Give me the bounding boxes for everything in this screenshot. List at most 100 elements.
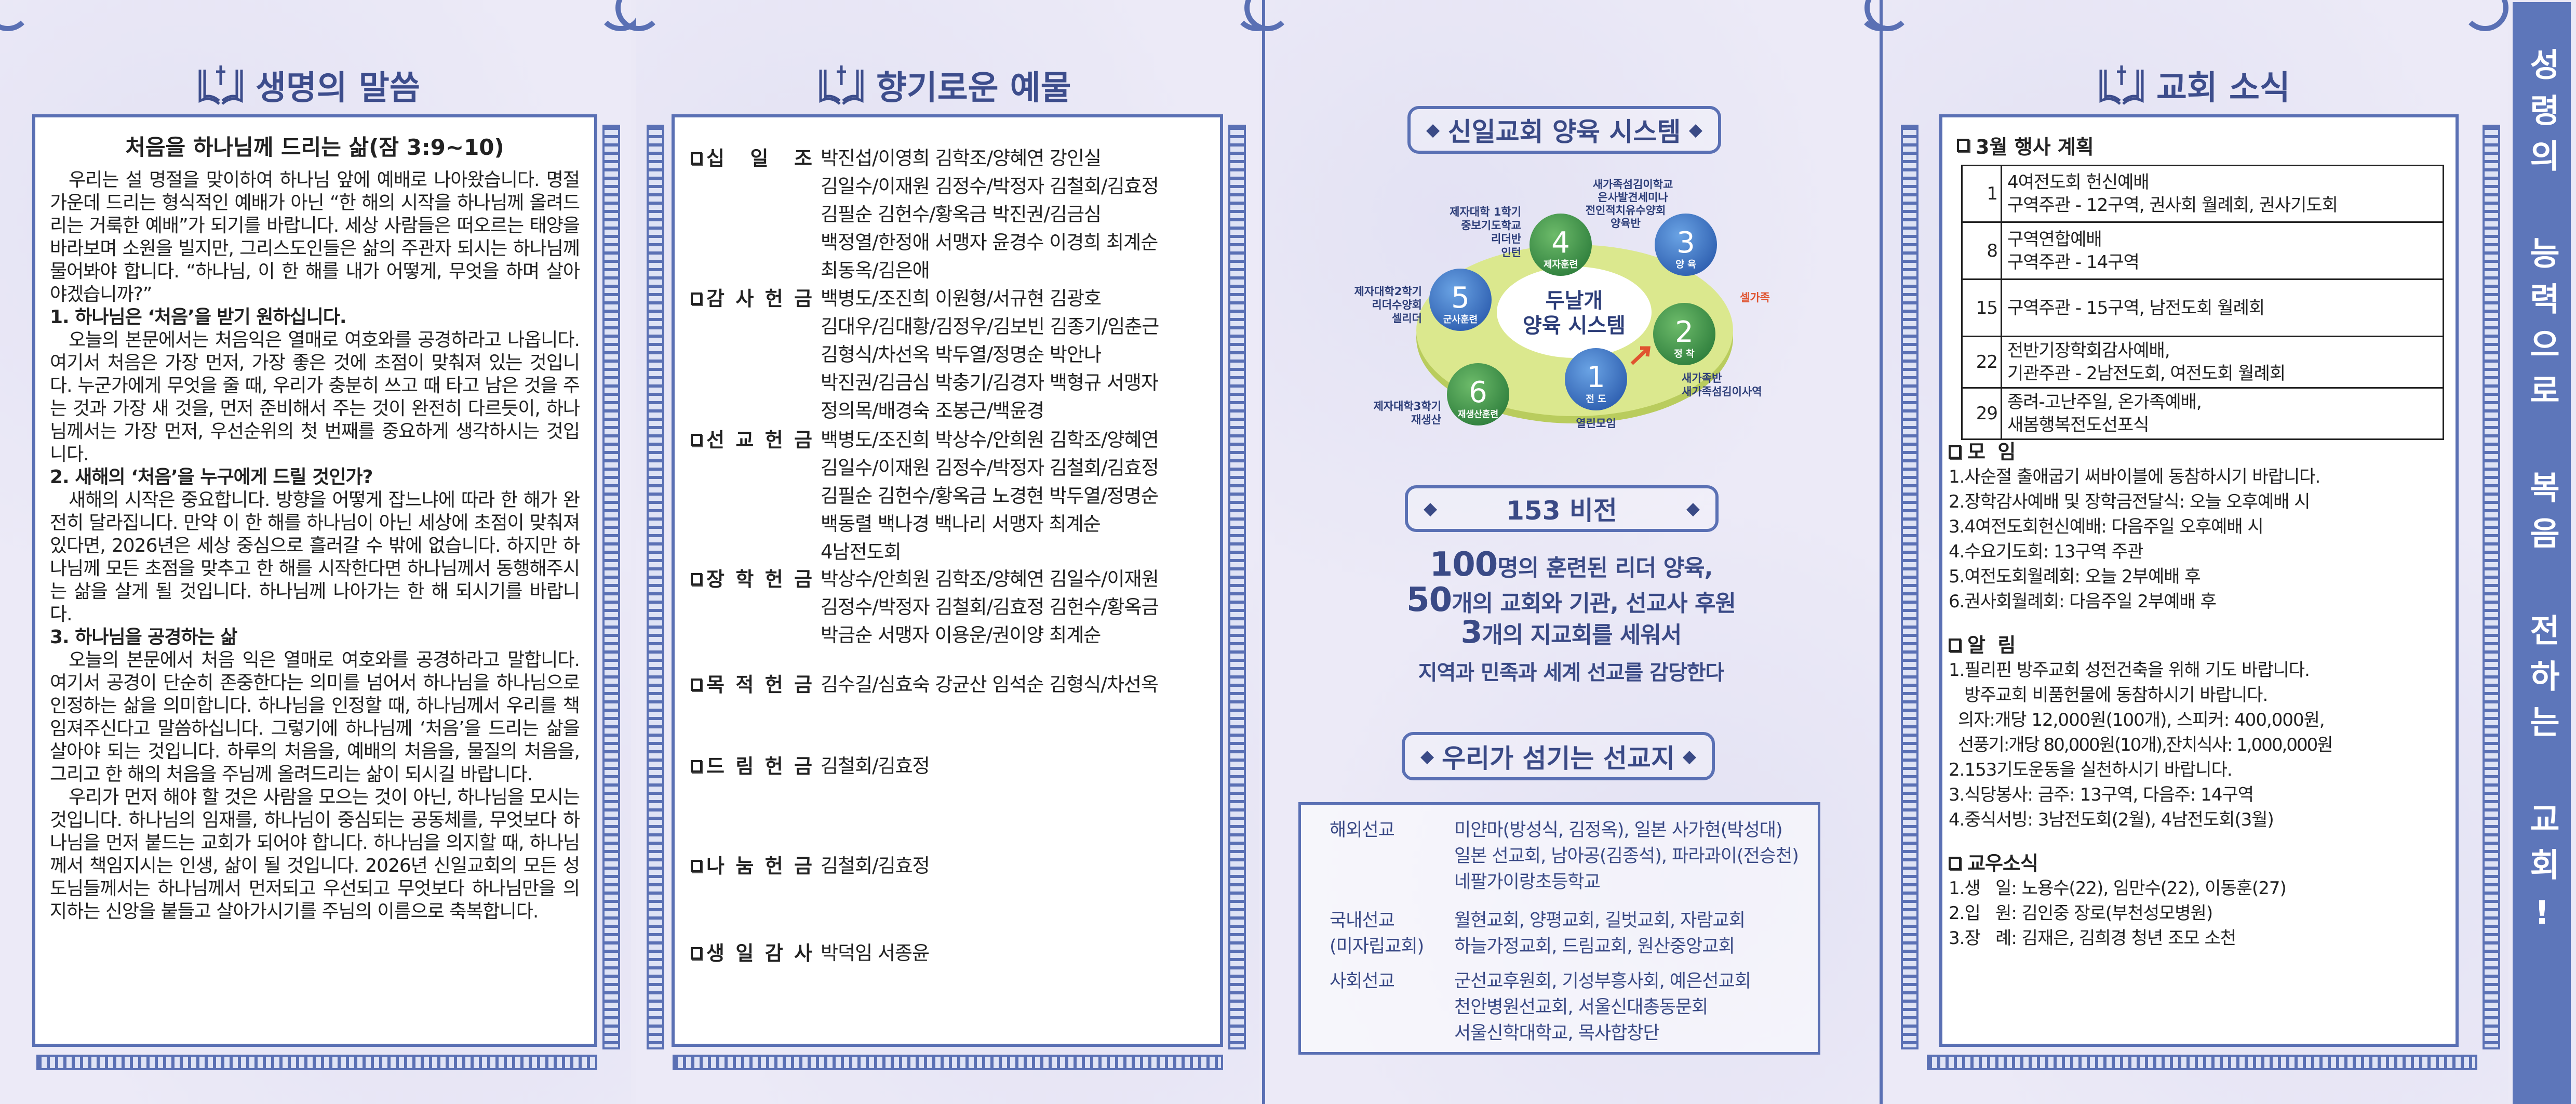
step-circle — [1447, 363, 1509, 425]
cell-family-label: 셀가족 — [1740, 291, 1770, 304]
bible-cross-icon — [2099, 65, 2144, 105]
system-title-box: ◆ 신일교회 양육 시스템 ◆ — [1407, 106, 1721, 154]
step-5-notes: 제자대학2학기 리더수양회 셀리더 — [1354, 285, 1422, 325]
names-line: 박덕임 서종윤 — [821, 942, 930, 964]
step-note: 은사발견세미나 — [1598, 191, 1668, 204]
event-date: 1 — [1961, 165, 2002, 223]
notice-item: 1.필리핀 방주교회 성전건축을 위해 기도 바랍니다. — [1949, 660, 2310, 681]
offering-type: 나 눔 헌 금 — [706, 855, 812, 877]
step-note: 새가족섬김이학교 — [1593, 178, 1673, 191]
diamond-icon: ◆ — [1686, 498, 1700, 519]
member-item: 2.입 원: 김인중 장로(부천성모병원) — [1949, 903, 2213, 924]
step-name: 정 착 — [1674, 349, 1695, 360]
section-header: 향기로운 예물 — [818, 61, 1071, 109]
sermon-heading: 2. 새해의 ‘처음’을 누구에게 드릴 것인가? — [50, 467, 373, 488]
names-line: 김필순 김헌수/황옥금 노경현 박두열/정명순 — [821, 485, 1159, 507]
step-circle — [1565, 348, 1627, 410]
checkbox-icon — [1949, 639, 1961, 652]
offering-type: 드 림 헌 금 — [706, 755, 812, 778]
offering-names: 김철회/김효정 — [821, 752, 930, 780]
names-line: 김필순 김헌수/황옥금 박진권/김금심 — [821, 203, 1102, 225]
members-title: 교우소식 — [1967, 852, 2038, 875]
step-3-notes: 새가족섬김이학교 은사발견세미나 전인적치유수양회 양육반 — [1586, 178, 1673, 230]
mission-line: 군선교후원회, 기성부흥사회, 예은선교회 — [1454, 971, 1751, 992]
mission-line: 하늘가정교회, 드림교회, 원산중앙교회 — [1454, 936, 1735, 957]
step-6-notes: 제자대학3학기 재생산 — [1373, 400, 1441, 426]
step-circle — [1530, 214, 1592, 276]
names-line: 김형식/차선옥 박두열/정명순 박안나 — [821, 343, 1102, 366]
names-line: 김일수/이재원 김정수/박정자 김철회/김효정 — [821, 175, 1159, 197]
corner-ornament — [1864, 0, 1911, 31]
step-name: 재생산훈련 — [1458, 409, 1498, 420]
sermon-paragraph: 오늘의 본문에서 처음 익은 열매로 여호와를 공경하라고 말합니다. 여기서 … — [50, 649, 580, 785]
bottom-stripe — [1927, 1055, 2477, 1070]
section-header: 교회 소식 — [2098, 61, 2290, 109]
step-number: 6 — [1469, 376, 1487, 409]
sermon-title: 처음을 하나님께 드리는 삶(잠 3:9~10) — [125, 135, 504, 160]
names-line: 백병도/조진희 이원형/서규현 김광호 — [821, 287, 1102, 310]
vision-line: 50개의 교회와 기관, 선교사 후원 — [1262, 581, 1880, 619]
step-number: 2 — [1675, 315, 1694, 349]
events-title: 3월 행사 계획 — [1976, 136, 2094, 158]
event-text: 기관주관 - 2남전도회, 여전도회 월례회 — [2007, 363, 2286, 384]
vision-number: 50 — [1406, 581, 1452, 619]
meeting-item: 3.4여전도회헌신예배: 다음주일 오후예배 시 — [1949, 516, 2264, 537]
step-note: 제자대학 1학기 — [1450, 206, 1521, 218]
offerings-box — [672, 114, 1223, 1047]
offering-type: 감 사 헌 금 — [706, 287, 812, 310]
section-header: 생명의 말씀 — [197, 61, 420, 109]
sermon-paragraph: 새해의 시작은 중요합니다. 방향을 어떻게 잡느냐에 따라 한 해가 완전히 … — [50, 489, 580, 625]
event-text: 전반기장학회감사예배, — [2007, 340, 2170, 361]
motto-banner: 성령의 능력으로 복음 전하는 교회! — [2513, 2, 2571, 1104]
vision-title: 153 비전 — [1506, 496, 1617, 526]
offering-row: 생 일 감 사 박덕임 서종윤 — [691, 939, 1210, 967]
vision-text: 지역과 민족과 세계 선교를 감당한다 — [1418, 661, 1725, 685]
system-title: 신일교회 양육 시스템 — [1447, 117, 1681, 147]
mission-line: 월현교회, 양평교회, 길벗교회, 자람교회 — [1454, 910, 1746, 931]
panel-sermon: 생명의 말씀 처음을 하나님께 드리는 삶(잠 3:9~10) 우리는 설 명절… — [0, 0, 644, 1104]
checkbox-icon — [691, 434, 702, 446]
meeting-item: 5.여전도회월례회: 오늘 2부예배 후 — [1949, 566, 2201, 587]
header-title: 교회 소식 — [2156, 69, 2290, 108]
events-heading: 3월 행사 계획 — [1957, 131, 2094, 159]
corner-ornament — [615, 0, 662, 31]
bottom-stripe — [36, 1055, 597, 1070]
names-line: 최동옥/김은애 — [821, 259, 930, 282]
panel-offerings: 향기로운 예물 — [615, 0, 1280, 1104]
offering-label: 목 적 헌 금 — [691, 671, 821, 699]
center-label: 양육 시스템 — [1523, 314, 1626, 338]
vision-line: 3개의 지교회를 세워서 — [1262, 614, 1880, 650]
offering-type: 생 일 감 사 — [706, 942, 812, 965]
checkbox-icon — [1949, 445, 1961, 459]
names-line: 김철회/김효정 — [821, 755, 930, 777]
arrow-icon — [1630, 346, 1651, 365]
step-note: 전인적치유수양회 — [1586, 204, 1666, 217]
step-name: 군사훈련 — [1443, 314, 1478, 325]
corner-ornament — [1244, 0, 1291, 31]
news-list: 모 임 1.사순절 출애굽기 써바이블에 동참하시기 바랍니다. 2.장학감사예… — [1949, 440, 2455, 951]
mission-category: 해외선교 — [1330, 820, 1395, 841]
offering-names: 김수길/심효숙 강균산 임석순 김형식/차선옥 — [821, 671, 1159, 699]
step-3: 3양 육 — [1655, 214, 1717, 276]
offering-label: 생 일 감 사 — [691, 939, 821, 967]
event-date: 8 — [1961, 221, 2002, 280]
offering-type: 선 교 헌 금 — [706, 429, 812, 451]
step-name: 양 육 — [1675, 259, 1696, 270]
step-circle — [1653, 303, 1715, 365]
checkbox-icon — [691, 860, 702, 872]
event-text: 구역연합예배 — [2007, 229, 2102, 250]
step-4-notes: 제자대학 1학기 중보기도학교 리더반 인턴 — [1450, 206, 1521, 259]
diamond-icon: ◆ — [1682, 746, 1696, 767]
step-note: 제자대학3학기 — [1373, 400, 1441, 413]
step-note: 새가족섬김이사역 — [1682, 385, 1762, 398]
notices-title: 알 림 — [1967, 634, 2016, 657]
vision-text: 개의 교회와 기관, 선교사 후원 — [1452, 590, 1736, 617]
mission-title: 우리가 섬기는 선교지 — [1442, 743, 1675, 774]
